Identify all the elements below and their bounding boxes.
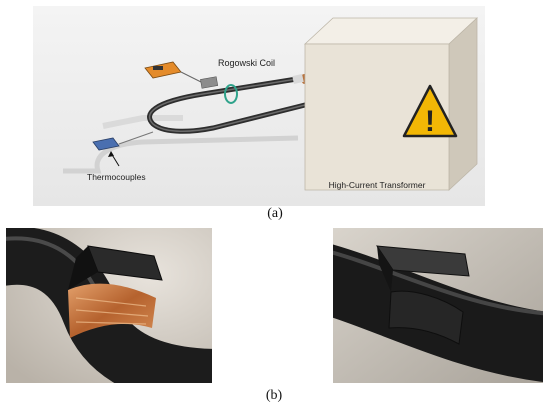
warning-icon (402, 84, 458, 138)
cable-photo-exposed-svg (6, 228, 212, 383)
ghost-cable-loop (63, 135, 299, 174)
cable-sheen (6, 236, 98, 291)
integrator-display (153, 66, 163, 70)
transformer-label: High-Current Transformer (329, 180, 426, 190)
coil-connector-icon (200, 76, 219, 89)
cable-loop-highlight (148, 77, 334, 133)
cable-photo-jacket (333, 228, 543, 383)
caption-a: (a) (267, 206, 283, 221)
thermocouple-reader-icon (92, 137, 120, 151)
thermocouples-label: Thermocouples (87, 172, 146, 182)
setup-diagram-svg: ! Rogowski Coil Thermocouples High-Curre… (33, 6, 485, 206)
copper-strands (75, 297, 149, 325)
jacket-flap-edge-right (377, 246, 393, 292)
caption-b: (b) (265, 388, 283, 403)
cable-photo-exposed (6, 228, 212, 383)
rogowski-coil-icon (224, 84, 238, 104)
warning-symbol: ! (425, 105, 435, 138)
transformer-side-face (448, 17, 478, 191)
copper-conductor (68, 283, 156, 338)
transformer-front-face (304, 43, 450, 191)
cable-photo-jacket-svg (333, 228, 543, 383)
jacket-flap-right (376, 245, 470, 277)
coil-wire (180, 71, 202, 83)
ghost-cable-upper (102, 115, 183, 129)
inner-sheath (388, 290, 464, 345)
cable-sheen-right (333, 250, 543, 316)
jacket-flap-edge (68, 246, 98, 290)
thermocouple-wire (118, 131, 154, 145)
rogowski-coil-label: Rogowski Coil (218, 58, 275, 68)
setup-diagram: ! Rogowski Coil Thermocouples High-Curre… (33, 6, 485, 206)
transformer-top-face (303, 17, 479, 45)
thermocouple-arrow-icon (108, 151, 114, 157)
lug-clamp-upper (292, 74, 304, 84)
